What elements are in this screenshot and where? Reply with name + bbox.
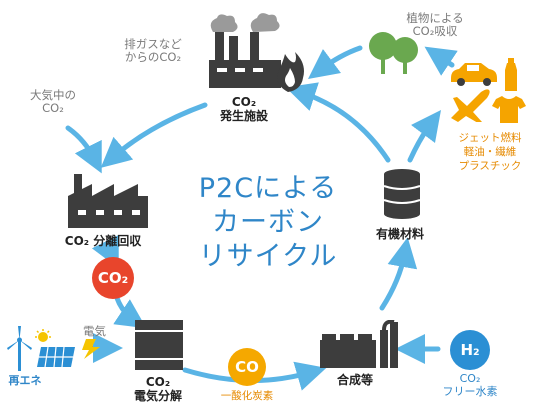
synthesis-plant-icon	[320, 320, 398, 368]
capture-label: CO₂ 分離回収	[64, 234, 142, 248]
title-line-3: リサイクル	[198, 241, 338, 272]
exhaust-annotation: 排ガスなどからのCO₂	[124, 37, 182, 65]
co2-badge: CO₂	[92, 257, 134, 299]
synthesis-label: 合成等	[336, 373, 373, 387]
electricity-annotation: 電気	[83, 324, 106, 338]
arrow-plants-to-emission	[307, 45, 363, 79]
wind-turbine-icon	[7, 326, 32, 371]
car-icon	[451, 63, 497, 86]
factory-fire-icon	[209, 13, 304, 92]
title-line-1: P2Cによる	[198, 173, 338, 204]
airplane-icon	[451, 89, 490, 122]
factory-icon	[68, 174, 148, 228]
solar-panel-icon	[35, 329, 75, 368]
title-line-2: カーボン	[212, 207, 324, 238]
tshirt-icon	[492, 96, 526, 123]
arrow-emission-to-capture	[100, 102, 208, 168]
products-label: ジェット燃料軽油・繊維プラスチック	[458, 132, 522, 172]
arrow-products-to-plants	[424, 46, 458, 76]
electrolyzer-icon	[135, 320, 183, 370]
tree-icon	[369, 32, 418, 74]
arrow-materials-to-products	[407, 109, 441, 163]
arrow-atmosphere-to-capture	[65, 125, 102, 174]
h2-badge: H₂	[450, 330, 490, 370]
barrel-icon	[383, 169, 421, 219]
diagram-title: P2Cによる カーボン リサイクル	[178, 172, 358, 274]
renewable-label: 再エネ	[8, 374, 42, 387]
arrow-synthesis-to-materials	[379, 237, 418, 311]
co-annotation: 一酸化炭素	[220, 390, 274, 402]
arrow-capture-to-co2	[91, 234, 119, 269]
arrow-materials-to-emission	[285, 82, 391, 163]
lightning-icon	[82, 339, 100, 359]
arrow-co2-to-electrolysis	[113, 295, 147, 329]
co-badge: CO	[228, 348, 266, 386]
materials-label: 有機材料	[375, 227, 424, 241]
bottle-icon	[505, 58, 517, 91]
